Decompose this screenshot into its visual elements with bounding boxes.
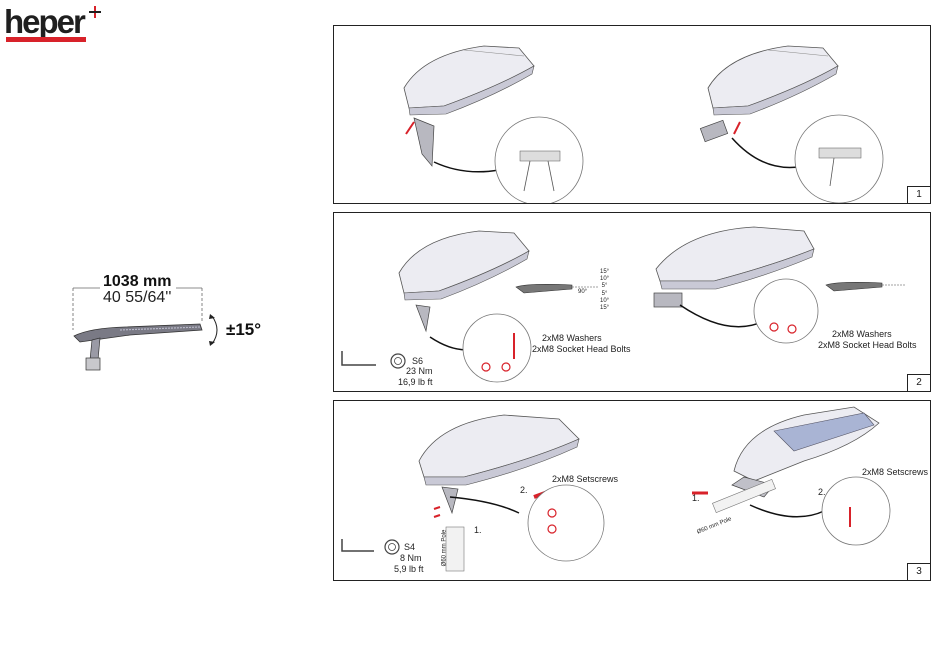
torque-nm-label: 8 Nm: [400, 553, 422, 563]
step-1-label: 1.: [474, 525, 482, 535]
brand-underline: [6, 37, 86, 42]
step-2-label: 2.: [520, 485, 528, 495]
step-number: 1: [907, 186, 930, 203]
step-2-label-b: 2.: [818, 487, 826, 497]
torque-lbft-label: 5,9 lb ft: [394, 564, 424, 574]
angle-mid: 90°: [578, 287, 587, 297]
torque-lbft-label: 16,9 lb ft: [398, 377, 433, 387]
pole-label: Ø60 mm Pole: [439, 530, 449, 567]
angle-scale-bottom: 5°10°15°: [600, 291, 609, 312]
length-inch-label: 40 55/64'': [103, 289, 171, 307]
brand-name: heper: [4, 4, 84, 40]
bolts-label-b: 2xM8 Socket Head Bolts: [818, 340, 917, 350]
step-1-label-b: 1.: [692, 493, 700, 503]
luminaire-drawing: [334, 26, 930, 203]
setscrews-label-b: 2xM8 Setscrews: [862, 467, 928, 477]
step-panel-2: 15°10°5° 90° 5°10°15° 2xM8 Washers 2xM8 …: [333, 212, 931, 392]
washers-label: 2xM8 Washers: [542, 333, 602, 343]
tilt-angle-label: ±15°: [226, 320, 261, 340]
step-number: 2: [907, 374, 930, 391]
tool-size-label: S4: [404, 542, 415, 552]
torque-nm-label: 23 Nm: [406, 366, 433, 376]
step-number: 3: [907, 563, 930, 580]
plus-icon: [89, 6, 101, 18]
washers-label-b: 2xM8 Washers: [832, 329, 892, 339]
brand-logo: heper: [4, 4, 104, 44]
luminaire-drawing: [334, 401, 930, 580]
setscrews-label: 2xM8 Setscrews: [552, 474, 618, 484]
luminaire-drawing: [334, 213, 930, 391]
bolts-label: 2xM8 Socket Head Bolts: [532, 344, 631, 354]
tool-size-label: S6: [412, 356, 423, 366]
step-panel-1: 1: [333, 25, 931, 204]
angle-scale-top: 15°10°5°: [600, 269, 609, 290]
step-panel-3: 2xM8 Setscrews 2. 1. Ø60 mm Pole S4 8 Nm…: [333, 400, 931, 581]
